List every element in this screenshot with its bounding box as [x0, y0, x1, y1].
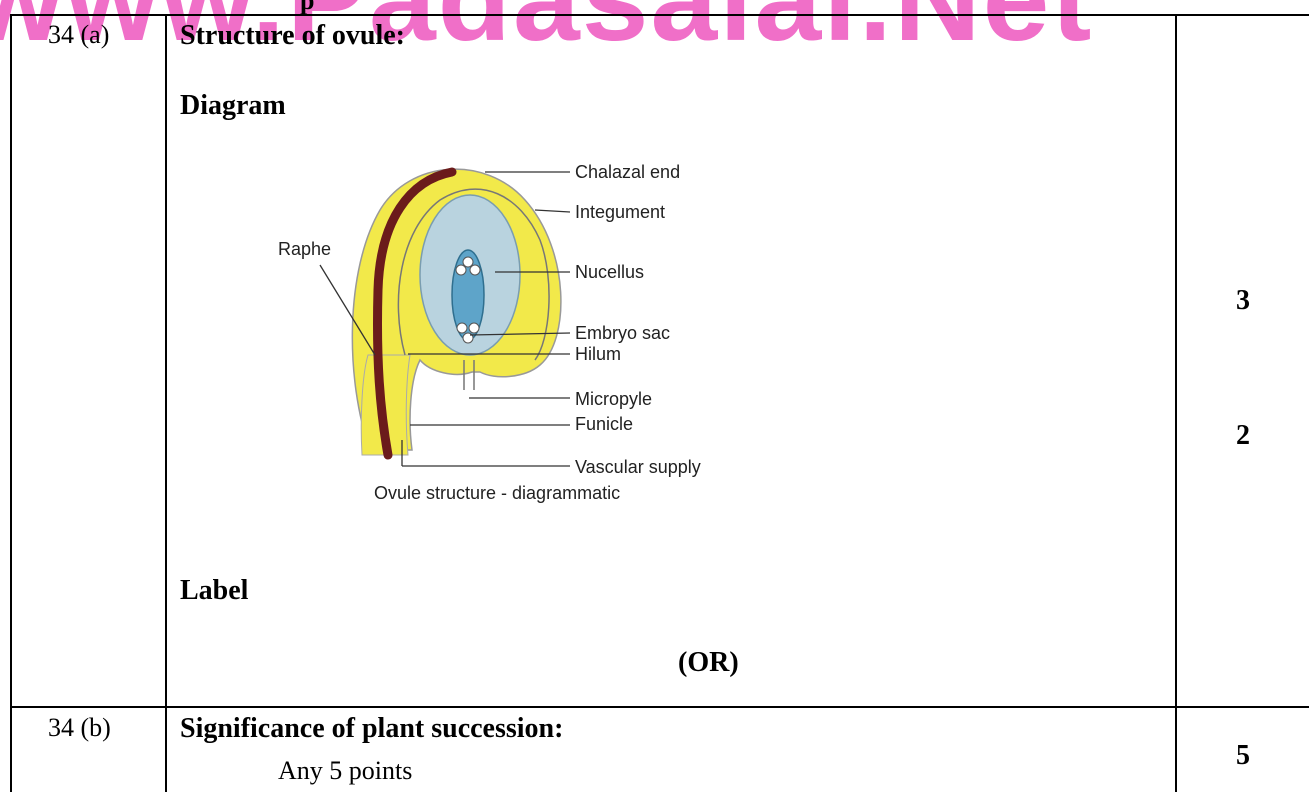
question-number: 34 (a) [48, 20, 109, 50]
label-nucellus: Nucellus [575, 262, 644, 282]
marks-value: 5 [1236, 740, 1250, 772]
diagram-caption: Ovule structure - diagrammatic [374, 483, 620, 503]
table-border-top [10, 14, 1309, 16]
diagram-heading: Diagram [180, 90, 286, 122]
marks-value: 3 [1236, 285, 1250, 317]
marks-value: 2 [1236, 420, 1250, 452]
label-raphe: Raphe [278, 239, 331, 259]
row-heading: Significance of plant succession: [180, 713, 563, 745]
question-number: 34 (b) [48, 713, 111, 743]
or-text: (OR) [678, 647, 739, 679]
label-funicle: Funicle [575, 414, 633, 434]
ovule-diagram: Chalazal end Integument Raphe Nucellus E… [250, 150, 770, 520]
label-hilum: Hilum [575, 344, 621, 364]
label-chalazal-end: Chalazal end [575, 162, 680, 182]
cut-off-text: p [300, 0, 314, 16]
column-divider-1 [165, 14, 167, 792]
watermark-text: www.Padasalai.Net [0, 0, 1093, 68]
label-embryo-sac: Embryo sac [575, 323, 670, 343]
label-micropyle: Micropyle [575, 389, 652, 409]
label-heading: Label [180, 575, 248, 607]
column-divider-2 [1175, 14, 1177, 792]
row-detail: Any 5 points [278, 756, 412, 786]
label-integument: Integument [575, 202, 665, 222]
row-heading: Structure of ovule: [180, 20, 405, 52]
label-vascular-supply: Vascular supply [575, 457, 701, 477]
table-border-left [10, 14, 12, 792]
row-divider [10, 706, 1309, 708]
